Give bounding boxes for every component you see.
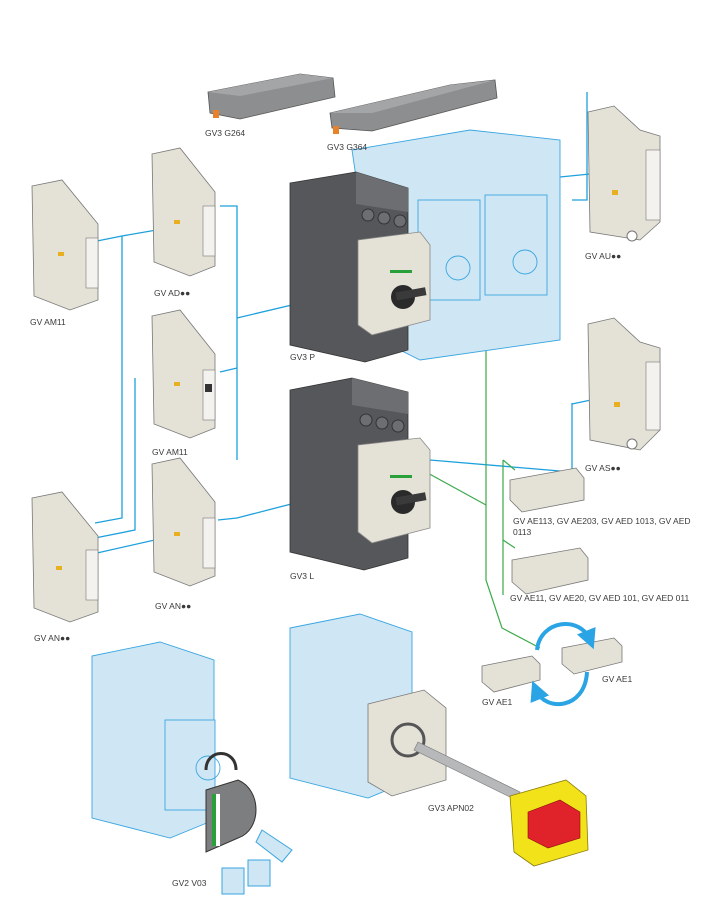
green-ae113-tick xyxy=(502,459,516,471)
line-am11mid-to-trunk xyxy=(219,367,238,373)
label-gv-au: GV AU●● xyxy=(585,251,622,261)
label-gv2-v03: GV2 V03 xyxy=(172,878,207,888)
label-gv3-apn02: GV3 APN02 xyxy=(428,803,474,813)
busbar-cover-gv3-g364 xyxy=(329,79,498,134)
label-gv-ad: GV AD●● xyxy=(154,288,191,298)
aux-block-gv-am11-mid xyxy=(151,309,216,439)
aux-block-gv-an-left xyxy=(31,491,99,623)
label-gv3-l: GV3 L xyxy=(290,571,315,581)
line-anmid-to-trunk xyxy=(217,517,238,521)
front-contact-ae1-left xyxy=(481,655,541,693)
line-as-trunk xyxy=(409,403,573,473)
green-ae11-tick xyxy=(502,539,516,549)
trip-unit-gv-as xyxy=(587,317,661,451)
label-gv-am11-left: GV AM11 xyxy=(30,317,66,327)
line-au-to-gv3p xyxy=(572,92,588,201)
ghost-breaker-gv2-v03 xyxy=(91,641,221,839)
padlock-adaptor-gv2-v03 xyxy=(204,752,293,895)
label-gv-ae113-group: GV AE113, GV AE203, GV AED 1013, GV AED … xyxy=(513,516,691,537)
line-trunk2 xyxy=(94,378,136,539)
extended-rotary-handle-gv3-apn02 xyxy=(367,689,589,867)
label-gv-as: GV AS●● xyxy=(585,463,621,473)
label-gv-an-left: GV AN●● xyxy=(34,633,71,643)
label-gv3-g264: GV3 G264 xyxy=(205,128,246,138)
aux-block-gv-ad xyxy=(151,147,216,277)
aux-block-gv-an-mid xyxy=(151,457,216,587)
label-gv-ae1-right: GV AE1 xyxy=(602,674,633,684)
line-am11-trunk xyxy=(94,236,123,524)
front-contact-ae113 xyxy=(509,467,585,513)
label-gv-ae11-group: GV AE11, GV AE20, GV AED 101, GV AED 011 xyxy=(510,593,690,603)
swap-arrows xyxy=(530,622,596,706)
breaker-gv3-l xyxy=(289,377,431,571)
trip-unit-gv-au xyxy=(587,105,661,242)
front-contact-ae11 xyxy=(511,547,589,595)
label-gv3-g364: GV3 G364 xyxy=(327,142,368,152)
label-gv-an-mid: GV AN●● xyxy=(155,601,192,611)
label-gv-ae1-left: GV AE1 xyxy=(482,697,513,707)
label-gv-am11-mid: GV AM11 xyxy=(152,447,188,457)
front-contact-ae1-right xyxy=(561,637,623,675)
busbar-cover-gv3-g264 xyxy=(207,73,336,120)
line-ad-to-trunk xyxy=(220,205,238,460)
breaker-gv3-p xyxy=(289,171,431,363)
aux-block-gv-am11-left xyxy=(31,179,99,311)
label-gv3-p: GV3 P xyxy=(290,352,316,362)
